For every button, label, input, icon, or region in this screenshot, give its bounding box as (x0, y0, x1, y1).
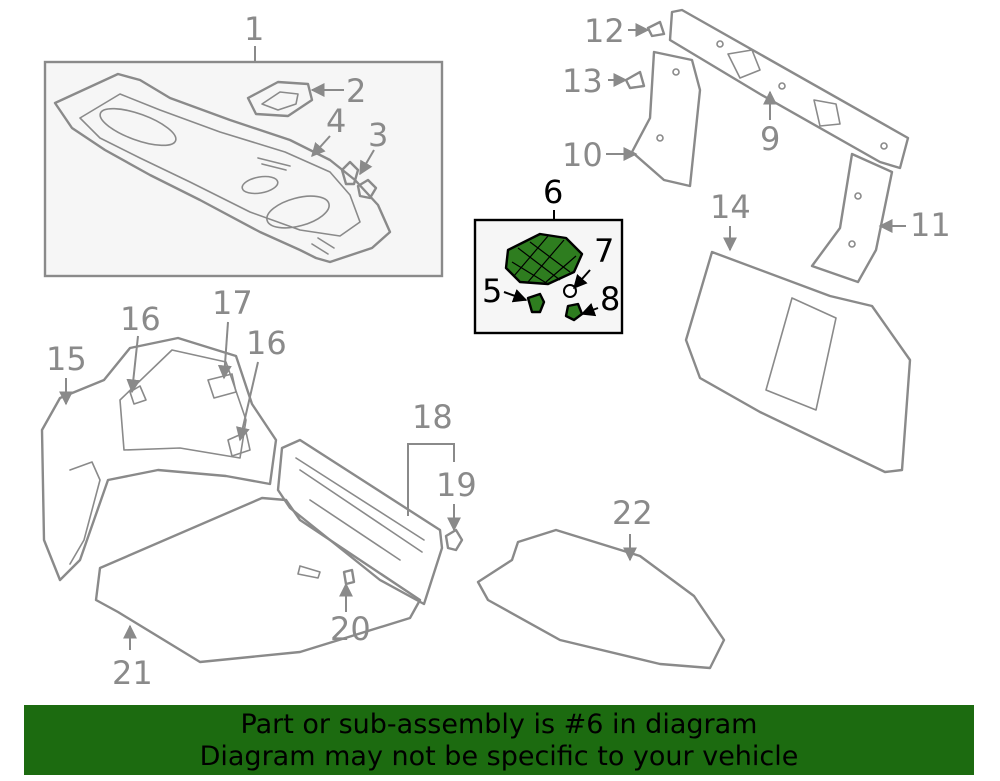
side-trim-15 (40, 336, 278, 582)
callout-3: 3 (368, 116, 388, 154)
callout-9: 9 (760, 120, 780, 158)
back-panel-trim (624, 8, 910, 284)
callout-5: 5 (482, 272, 502, 310)
floor-mat-21 (94, 496, 422, 664)
side-trim-10 (630, 50, 702, 188)
callout-2: 2 (346, 72, 366, 110)
trunk-mat-14 (684, 250, 912, 474)
clip-12 (646, 20, 666, 38)
sill-plate-18 (276, 438, 444, 606)
highlight-part-8 (564, 302, 584, 322)
callout-19: 19 (436, 466, 477, 504)
callout-18: 18 (412, 398, 453, 436)
cover-22 (476, 528, 726, 670)
highlight-part-5 (526, 292, 546, 314)
callout-16-right: 16 (246, 324, 287, 362)
package-tray-assembly (43, 60, 444, 278)
callout-11: 11 (910, 206, 951, 244)
rear-panel (668, 8, 910, 170)
callout-21: 21 (112, 654, 153, 692)
highlight-part-6 (504, 232, 584, 286)
callout-12: 12 (584, 12, 625, 50)
callout-20: 20 (330, 610, 371, 648)
package-tray (53, 72, 392, 264)
group-box-1 (43, 60, 444, 278)
high-mount-lamp-cover (246, 80, 314, 118)
leader-lines (59, 23, 906, 650)
clip-20 (342, 568, 356, 586)
callout-16-left: 16 (120, 300, 161, 338)
clip-19 (444, 528, 464, 552)
callout-10: 10 (562, 136, 603, 174)
callout-4: 4 (326, 102, 346, 140)
callout-22: 22 (612, 494, 653, 532)
banner-line-1: Part or sub-assembly is #6 in diagram (240, 709, 758, 740)
callout-6: 6 (543, 173, 563, 211)
callout-8: 8 (600, 280, 620, 318)
highlight-part-7 (563, 284, 577, 298)
callout-13: 13 (562, 62, 603, 100)
clip-3b (356, 178, 378, 200)
clip-3a (340, 160, 360, 186)
trunk-side-trim (40, 336, 278, 582)
callout-1: 1 (244, 10, 264, 48)
clip-13 (624, 70, 646, 90)
part-6-group (473, 210, 624, 335)
banner-line-2: Diagram may not be specific to your vehi… (199, 741, 799, 772)
callout-15: 15 (46, 340, 87, 378)
callout-17: 17 (212, 284, 253, 322)
callout-7: 7 (594, 232, 614, 270)
info-banner: Part or sub-assembly is #6 in diagram Di… (24, 705, 974, 775)
callout-14: 14 (710, 188, 751, 226)
callout-labels: 1 2 4 3 6 7 5 8 12 13 9 10 11 14 15 16 1… (46, 10, 951, 692)
side-trim-11 (810, 152, 894, 284)
